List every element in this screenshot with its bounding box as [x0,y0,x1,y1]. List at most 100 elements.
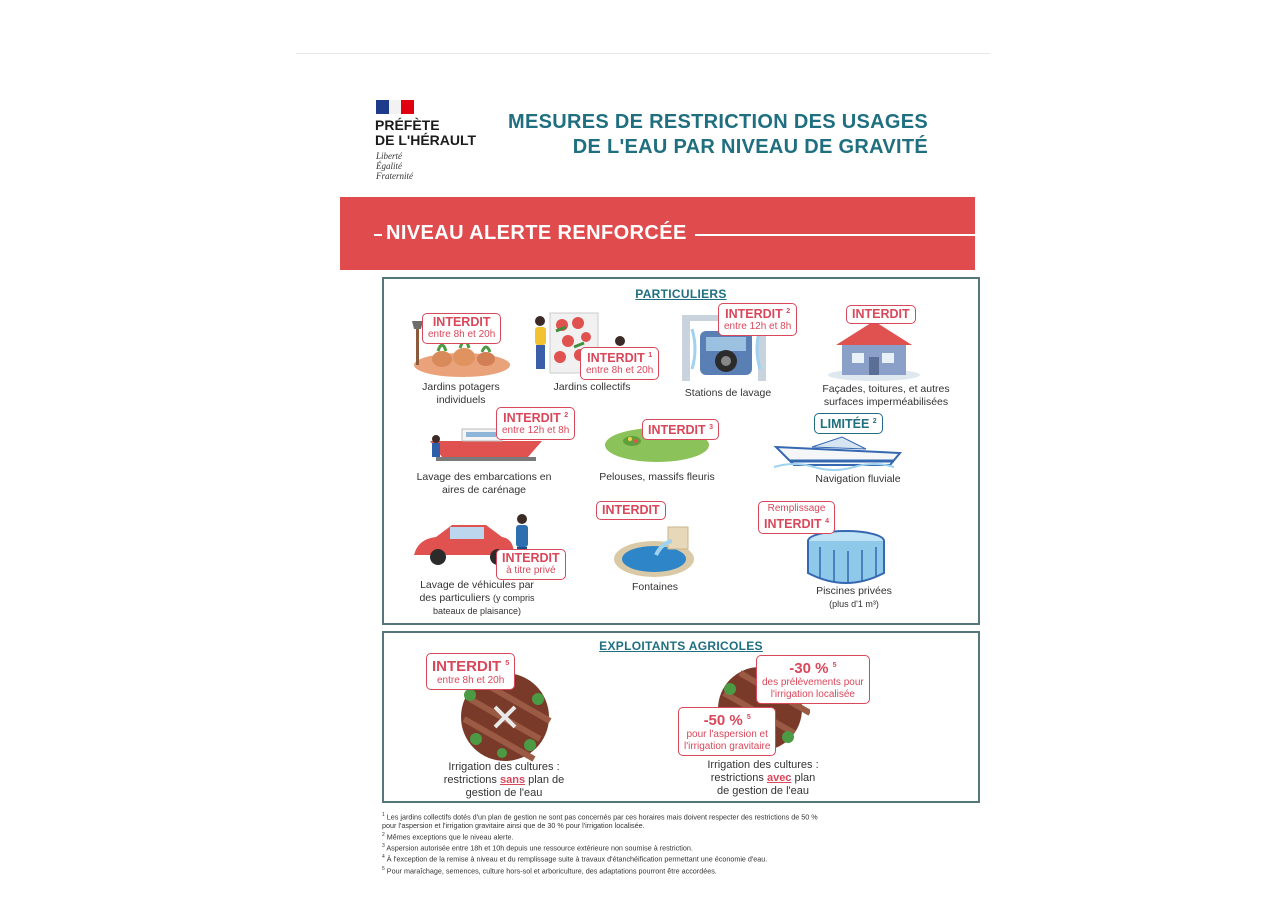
footnote-ref: 1 [648,352,653,359]
badge-sub: entre 8h et 20h [428,329,496,340]
caption-piscines: Piscines privées (plus d'1 m³) [774,585,934,611]
document-title: MESURES DE RESTRICTION DES USAGES DE L'E… [508,110,928,160]
level-band: NIVEAU ALERTE RENFORCÉE [340,197,975,270]
item-navigation-fluviale: Navigation fluviale [768,419,948,499]
badge-main: INTERDIT [502,551,560,565]
motto-liberte: Liberté [376,151,402,161]
footnote-ref: 5 [505,660,510,667]
badge-main: INTERDIT 3 [648,421,713,437]
badge-fontaines: INTERDIT [596,501,666,520]
footnote-ref: 4 [825,518,830,525]
badge-main: INTERDIT 2 [502,409,569,425]
caption-jardins-collectifs: Jardins collectifs [553,381,631,393]
badge-jardins-collectifs: INTERDIT 1 entre 8h et 20h [580,347,660,381]
section-title-particuliers: PARTICULIERS [635,287,727,301]
badge-main: -50 % 5 [684,709,770,729]
footnote-text: Mêmes exceptions que le niveau alerte. [386,832,514,842]
badge-moins-30: -30 % 5 des prélèvements pour l'irrigati… [756,655,870,704]
footnotes: 1 Les jardins collectifs dotés d'un plan… [382,811,982,876]
section-particuliers: PARTICULIERS Jardins potagers individuel… [382,277,980,625]
caption-text: restrictions [443,774,500,786]
badge-main: INTERDIT 5 [432,655,509,675]
footnote-ref: 2 [872,418,877,425]
caption-lavage-vehicules: Lavage de véhicules par des particuliers… [402,579,552,618]
section-agricoles: EXPLOITANTS AGRICOLES INTERDIT 5 entre 8… [382,631,980,803]
level-title: NIVEAU ALERTE RENFORCÉE [386,222,687,244]
caption-line: individuels [436,394,486,406]
badge-main: INTERDIT 2 [724,305,791,321]
badge-top: Remplissage [767,503,826,514]
footnote-ref: 2 [564,412,569,419]
badge-lavage-vehicules: INTERDIT à titre privé [496,549,566,580]
top-rule [296,53,990,54]
badge-main-text: -50 % [703,712,743,729]
footnote-text: Pour maraîchage, semences, culture hors-… [386,865,717,875]
badge-irrigation-sans-plan: INTERDIT 5 entre 8h et 20h [426,653,516,690]
badge-main-text: LIMITÉE [820,417,870,432]
badge-main-text: INTERDIT [648,423,706,438]
footnote-text: Aspersion autorisée entre 18h et 10h dep… [386,843,693,853]
caption-line: Piscines privées [816,585,892,597]
item-lavage-vehicules: Lavage de véhicules par des particuliers… [402,511,562,621]
caption-line: restrictions avec plan [688,772,838,785]
badge-sub: des prélèvements pour [762,677,864,688]
footnote-1-cont: pour l'aspersion et l'irrigation gravita… [382,821,645,831]
car-wash-icon [682,315,768,381]
caption-irrigation-avec-plan: Irrigation des cultures : restrictions a… [688,759,838,798]
caption-facades: Façades, toitures, et autres surfaces im… [800,383,972,409]
caption-line: Irrigation des cultures : [448,761,560,773]
caption-line: gestion de l'eau [465,787,543,799]
badge-sub: l'irrigation gravitaire [684,741,771,752]
caption-line: Lavage de véhicules par [420,579,534,591]
marianne-flag-logo [376,100,415,114]
footnote-ref: 5 [832,662,837,669]
badge-sub: entre 8h et 20h [586,365,654,377]
footnote-text: Les jardins collectifs dotés d'un plan d… [386,812,818,822]
badge-navigation-fluviale: LIMITÉE 2 [814,413,883,435]
footnote-ref: 2 [786,308,791,315]
motto-fraternite: Fraternité [376,171,413,181]
caption-emphasis: sans [500,774,526,786]
caption-stations-de-lavage: Stations de lavage [684,387,772,399]
item-jardins-potagers: Jardins potagers individuels [396,309,526,409]
prefecture-name: PRÉFÈTE DE L'HÉRAULT [375,118,476,148]
caption-line: des particuliers (y compris [402,592,552,605]
item-fontaines: Fontaines [600,515,710,605]
title-line-2: DE L'EAU PAR NIVEAU DE GRAVITÉ [572,136,928,158]
item-pelouses: Pelouses, massifs fleuris [590,419,760,499]
prefecture-line-2: DE L'HÉRAULT [375,132,477,148]
badge-sub: entre 12h et 8h [724,321,792,333]
badge-sub: l'irrigation localisée [770,689,855,700]
badge-main: INTERDIT [852,307,910,321]
band-line [695,234,975,236]
badge-facades: INTERDIT [846,305,916,324]
footnote-4: 4 À l'exception de la remise à niveau et… [382,854,768,864]
document-page: PRÉFÈTE DE L'HÉRAULT Liberté Égalité Fra… [340,95,980,885]
caption-line: bateaux de plaisance) [432,606,522,616]
footnote-ref: 5 [746,714,751,721]
house-icon [828,321,920,381]
badge-main: INTERDIT [432,315,491,329]
motorboat-icon [773,436,903,471]
badge-main-text: INTERDIT [503,411,561,426]
caption-text: des particuliers [419,592,491,604]
caption-line: restrictions sans plan de [434,774,574,787]
caption-text: plan de [525,774,565,786]
badge-sub: pour l'aspersion et [686,729,768,740]
badge-moins-50: -50 % 5 pour l'aspersion et l'irrigation… [678,707,777,756]
badge-main: INTERDIT 4 [764,515,829,531]
badge-pelouses: INTERDIT 3 [642,419,720,441]
badge-main: INTERDIT [602,503,660,517]
item-facades: Façades, toitures, et autres surfaces im… [800,309,972,409]
caption-line: (plus d'1 m³) [829,599,879,609]
caption-line: aires de carénage [441,484,527,496]
caption-pelouses: Pelouses, massifs fleuris [599,471,715,483]
caption-line: Jardins potagers [422,381,500,393]
badge-main-text: INTERDIT [432,658,502,675]
caption-emphasis: avec [766,772,792,784]
badge-main: LIMITÉE 2 [820,415,877,431]
band-tick [374,234,382,236]
pool-icon [807,530,885,584]
republic-motto: Liberté Égalité Fraternité [376,151,413,181]
badge-main-text: INTERDIT [764,517,822,532]
